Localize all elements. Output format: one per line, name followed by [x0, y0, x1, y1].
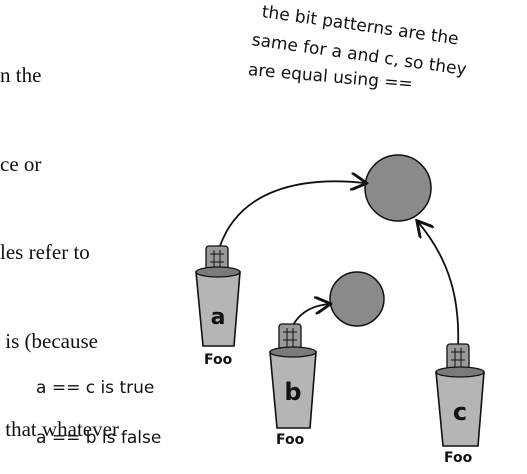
cup-b-type-label: Foo — [276, 432, 304, 448]
arrow-a-to-object — [220, 181, 365, 246]
object-b — [330, 272, 384, 326]
cup-letter-b: b — [284, 378, 301, 406]
cup-a — [196, 246, 240, 346]
comparison-true: a == c is true — [36, 378, 154, 398]
comparison-false: a == b is false — [36, 428, 161, 448]
cup-letter-c: c — [453, 398, 467, 426]
cup-c — [436, 344, 484, 446]
cup-c-type-label: Foo — [444, 450, 472, 466]
cup-b — [270, 324, 316, 428]
arrow-c-to-object — [418, 222, 458, 348]
object-ac — [365, 155, 431, 221]
cup-letter-a: a — [211, 305, 226, 330]
cup-a-type-label: Foo — [204, 352, 232, 368]
